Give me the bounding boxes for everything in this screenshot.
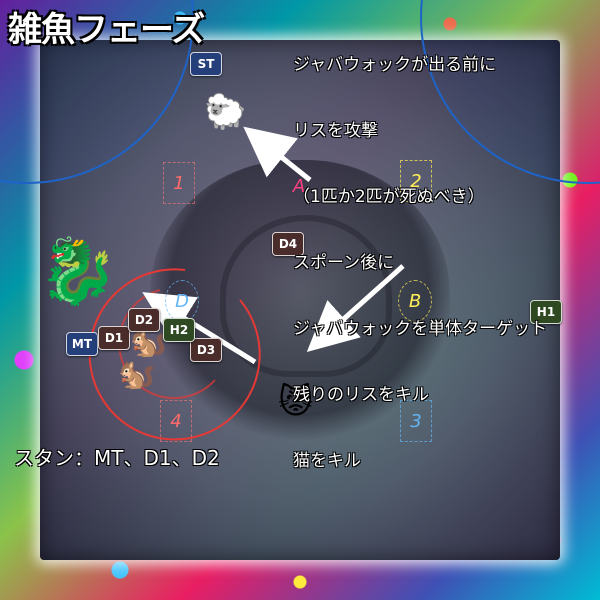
role-d4: D4 bbox=[272, 232, 304, 256]
waymark-1: 1 bbox=[163, 162, 195, 204]
role-d3: D3 bbox=[190, 338, 222, 362]
arrow-to-cat bbox=[306, 264, 405, 352]
note-line: 猫をキル bbox=[293, 451, 361, 471]
role-h2: H2 bbox=[163, 318, 195, 342]
role-d2: D2 bbox=[128, 308, 160, 332]
waymark-2: 2 bbox=[400, 160, 432, 202]
waymark-3: 3 bbox=[400, 400, 432, 442]
note-line: ジャバウォックを単体ターゲット bbox=[293, 319, 548, 339]
squirrel-icon: 🐿️ bbox=[118, 357, 156, 392]
note-line: ジャバウォックが出る前に bbox=[293, 55, 497, 75]
strategy-notes: ジャバウォックが出る前に リスを攻撃 （1匹か2匹が死ぬべき） スポーン後に ジ… bbox=[293, 10, 547, 516]
note-line: スポーン後に bbox=[293, 253, 395, 273]
note-line: （1匹か2匹が死ぬべき） bbox=[293, 187, 485, 207]
role-mt: MT bbox=[66, 332, 98, 356]
sheep-icon: 🐑 bbox=[204, 92, 247, 132]
role-st: ST bbox=[190, 52, 222, 76]
dragon-icon: 🐉 bbox=[38, 235, 118, 309]
note-line: リスを攻撃 bbox=[293, 121, 378, 141]
note-line: 残りのリスをキル bbox=[293, 385, 429, 405]
squirrel-icon: 🐿️ bbox=[130, 325, 168, 360]
aoe-ring bbox=[88, 268, 261, 441]
aoe-ring-inner bbox=[118, 289, 216, 400]
stun-note: スタン：MT、D1、D2 bbox=[14, 446, 220, 470]
waymark-a: A bbox=[292, 175, 306, 197]
boss-face-art bbox=[220, 215, 392, 377]
role-h1: H1 bbox=[530, 300, 562, 324]
phase-title: 雑魚フェーズ bbox=[8, 10, 205, 50]
waymark-b: B bbox=[398, 280, 432, 322]
waymark-d: D bbox=[165, 280, 199, 322]
arrow-to-sheep bbox=[243, 126, 312, 182]
cat-icon: 😾 bbox=[278, 382, 314, 422]
waymark-4: 4 bbox=[160, 400, 192, 442]
role-d1: D1 bbox=[98, 326, 130, 350]
